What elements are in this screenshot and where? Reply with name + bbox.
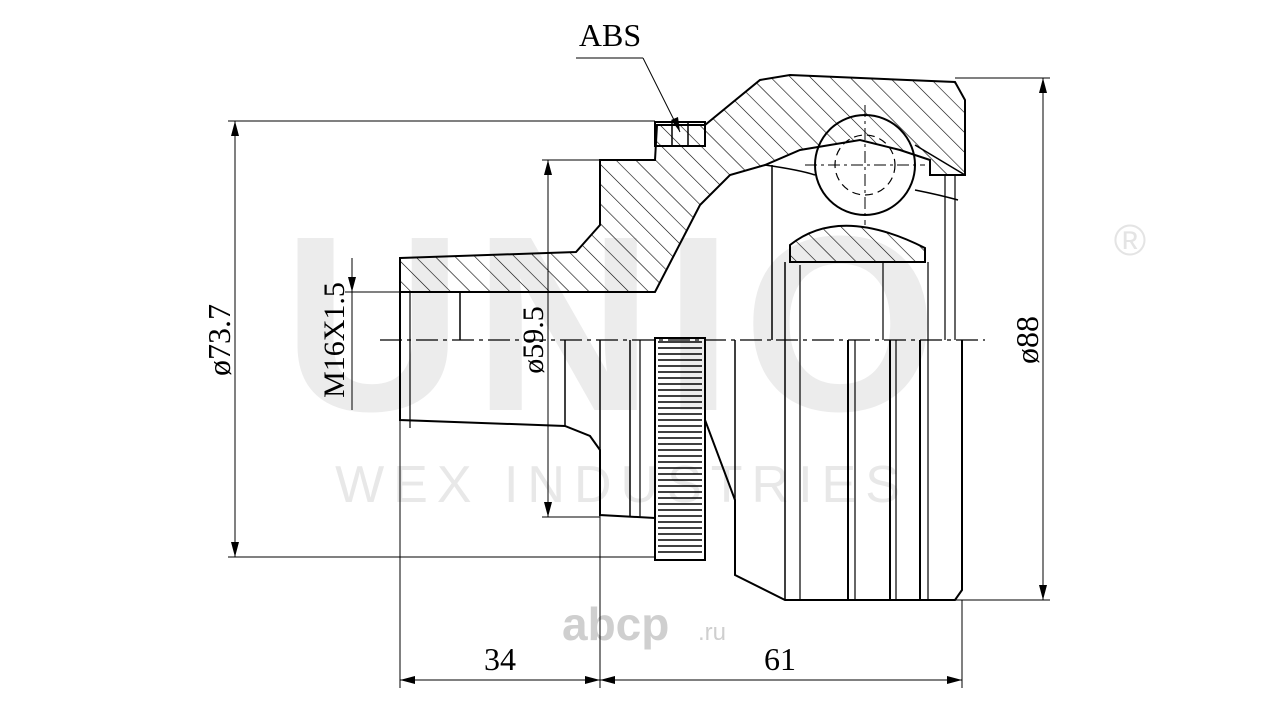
site-logo-name: abcp bbox=[562, 598, 669, 650]
watermark-registered: ® bbox=[1114, 216, 1146, 265]
label-length-61: 61 bbox=[764, 641, 796, 677]
watermark-subtitle: WEX INDUSTRIES bbox=[335, 456, 909, 514]
dimension-thread: M16X1.5 bbox=[318, 258, 400, 410]
label-abs: ABS bbox=[579, 17, 641, 53]
site-logo-tld: .ru bbox=[698, 619, 726, 646]
site-logo: abcp .ru bbox=[562, 598, 726, 650]
label-dia-73-7: ø73.7 bbox=[201, 304, 237, 376]
ball bbox=[805, 105, 925, 225]
dimension-dia-73-7: ø73.7 bbox=[201, 120, 655, 558]
dimension-dia-88: ø88 bbox=[955, 77, 1050, 601]
bell-housing bbox=[704, 165, 963, 601]
label-thread: M16X1.5 bbox=[318, 282, 351, 398]
watermark: UNIO ® WEX INDUSTRIES abcp .ru bbox=[283, 184, 1147, 650]
label-length-34: 34 bbox=[484, 641, 516, 677]
abs-teeth bbox=[658, 341, 702, 553]
label-dia-88: ø88 bbox=[1009, 316, 1045, 364]
abs-ring bbox=[654, 121, 706, 561]
label-dia-59-5: ø59.5 bbox=[517, 306, 550, 374]
abs-callout: ABS bbox=[576, 17, 681, 133]
dimension-lengths: 34 61 bbox=[399, 420, 963, 688]
dimension-dia-59-5: ø59.5 bbox=[517, 159, 600, 518]
inner-race-section bbox=[789, 224, 926, 263]
